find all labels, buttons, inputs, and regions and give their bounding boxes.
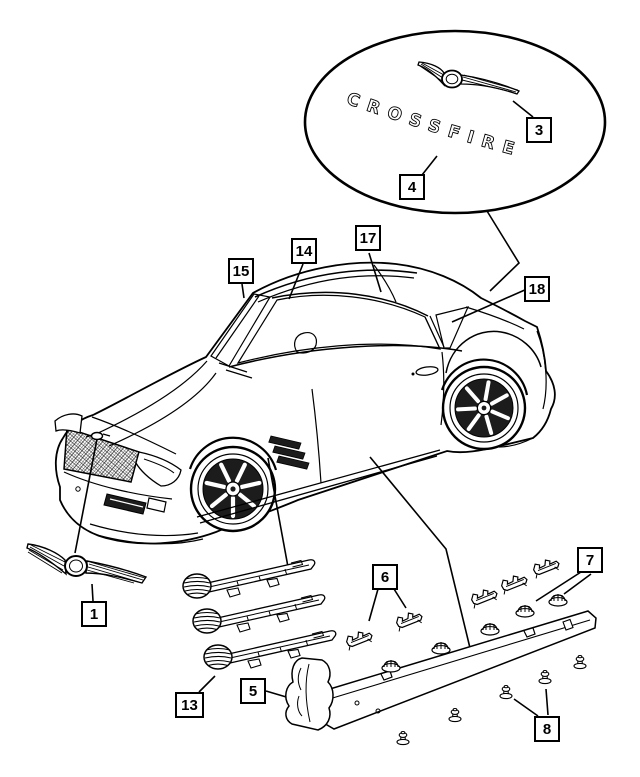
fender-vents: [268, 435, 310, 470]
callout-14[interactable]: 14: [291, 238, 317, 264]
callout-7[interactable]: 7: [577, 547, 603, 573]
callout-1[interactable]: 1: [81, 601, 107, 627]
sill-end-cap: [285, 657, 334, 731]
callout-15[interactable]: 15: [228, 258, 254, 284]
badge-detail-bubble: CROSSFIRE: [303, 29, 607, 215]
front-intake: [75, 486, 167, 515]
fender-vent-strakes-part: [182, 559, 337, 670]
rear-wheel: [441, 365, 527, 451]
car-illustration: [54, 261, 556, 545]
door-handle: [411, 366, 439, 376]
headlamps: [54, 413, 182, 487]
car-detail-lines: [63, 264, 547, 545]
front-wheel: [189, 445, 277, 533]
sill-molding-part: [285, 610, 597, 731]
callout-18[interactable]: 18: [524, 276, 550, 302]
callout-8[interactable]: 8: [534, 716, 560, 742]
wing-emblem-large: [26, 543, 148, 584]
callout-17[interactable]: 17: [355, 225, 381, 251]
callout-3[interactable]: 3: [526, 117, 552, 143]
callout-13[interactable]: 13: [175, 692, 204, 718]
callout-4[interactable]: 4: [399, 174, 425, 200]
grille-badge: [90, 431, 104, 441]
leader-lines: [74, 100, 592, 717]
grille: [63, 426, 140, 483]
callout-5[interactable]: 5: [240, 678, 266, 704]
callout-6[interactable]: 6: [372, 564, 398, 590]
wing-emblem-small: [417, 61, 520, 95]
